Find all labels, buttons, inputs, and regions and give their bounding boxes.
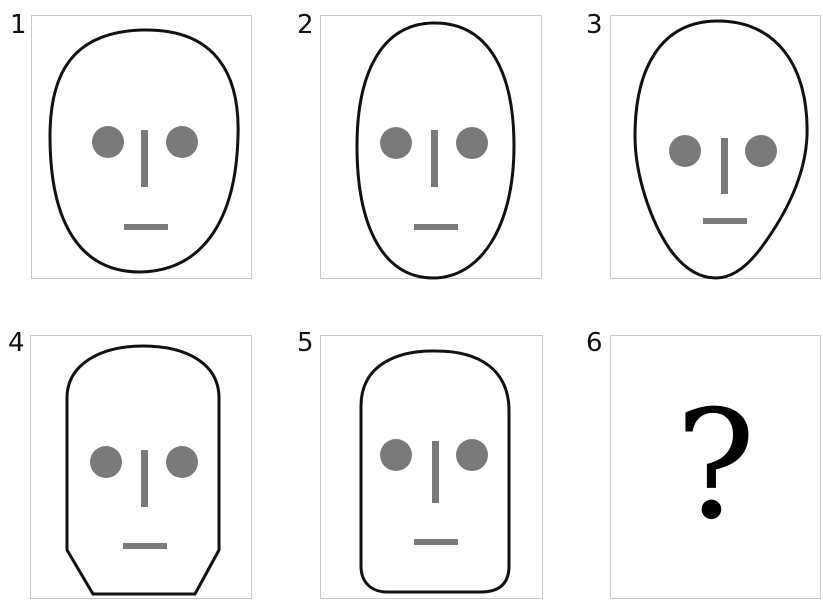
nose — [721, 138, 728, 194]
face-round-oval — [32, 16, 253, 280]
right-eye — [166, 126, 198, 158]
face-panel-3 — [610, 15, 821, 279]
panel-number-6: 6 — [586, 330, 603, 356]
question-mark: ? — [611, 391, 820, 541]
mouth — [124, 224, 168, 230]
right-eye — [456, 439, 488, 471]
face-rounded-rectangle — [321, 336, 544, 600]
face-panel-4 — [30, 335, 252, 599]
nose — [432, 441, 439, 503]
panel-number-1: 1 — [10, 12, 27, 38]
panel-number-3: 3 — [586, 12, 603, 38]
mouth — [703, 218, 747, 224]
nose — [141, 450, 148, 507]
face-pointed-chin — [611, 16, 822, 280]
mouth — [123, 543, 167, 549]
left-eye — [92, 126, 124, 158]
mouth — [414, 539, 458, 545]
mouth — [414, 224, 458, 230]
right-eye — [166, 446, 198, 478]
right-eye — [745, 135, 777, 167]
panel-number-2: 2 — [297, 12, 314, 38]
left-eye — [669, 135, 701, 167]
left-eye — [380, 127, 412, 159]
face-panel-1 — [31, 15, 252, 279]
left-eye — [90, 446, 122, 478]
nose — [141, 130, 148, 187]
face-tall-oval — [321, 16, 543, 280]
face-panel-6: ? — [610, 335, 821, 599]
panel-number-5: 5 — [297, 330, 314, 356]
panel-number-4: 4 — [8, 330, 25, 356]
left-eye — [380, 439, 412, 471]
face-panel-5 — [320, 335, 543, 599]
face-cut-corner-chin — [31, 336, 253, 600]
nose — [431, 130, 438, 187]
right-eye — [456, 127, 488, 159]
face-panel-2 — [320, 15, 542, 279]
